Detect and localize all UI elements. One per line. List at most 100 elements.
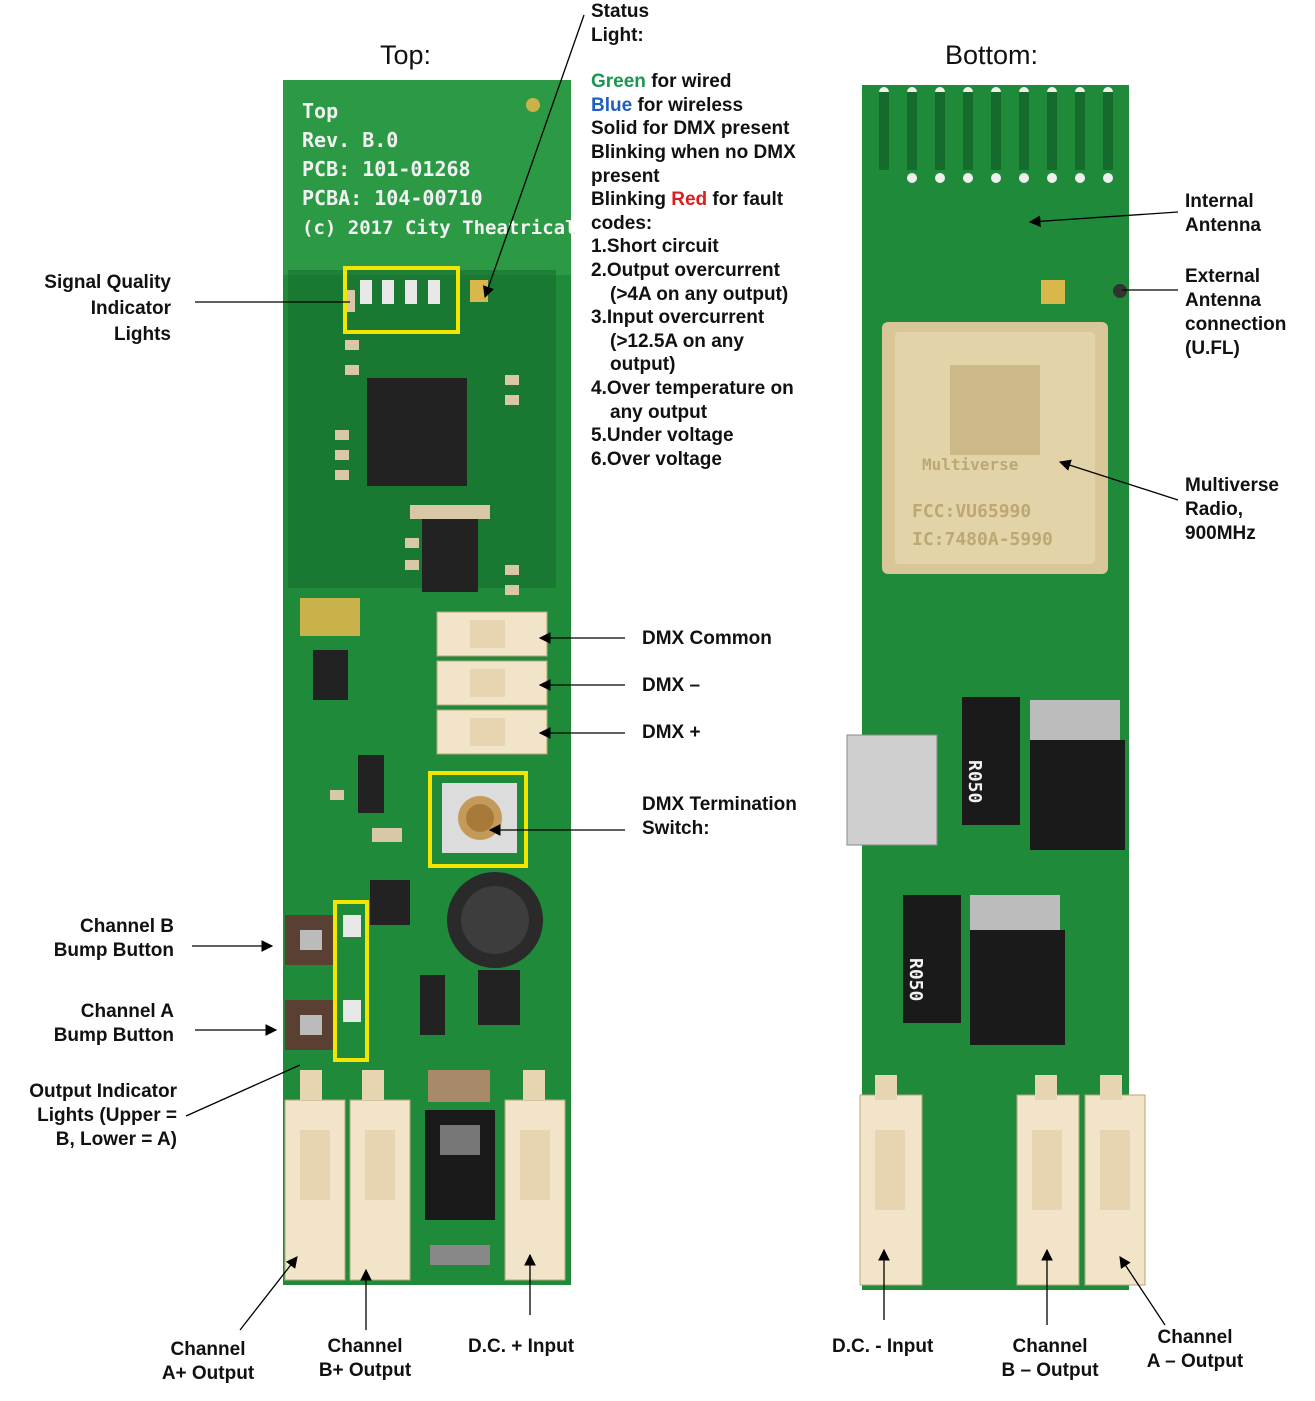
channel-a-plus-line-2: A+ Output — [161, 1363, 255, 1384]
channel-b-minus-label: Channel B – Output — [990, 1335, 1110, 1383]
driver-chip — [422, 512, 478, 592]
fault-code-item: output) — [610, 354, 676, 376]
dmx-termination-line-2: Switch: — [642, 818, 710, 839]
external-antenna-line-3: connection — [1185, 314, 1287, 335]
fault-code-item: (>12.5A on any — [610, 330, 744, 352]
output-indicator-line-3: B, Lower = A) — [55, 1129, 177, 1150]
highlight-boxes — [333, 266, 528, 1062]
leader-lines — [185, 14, 1179, 1331]
status-red-line: Blinking Red for fault — [591, 188, 796, 212]
channel-a-plus-label: Channel A+ Output — [150, 1338, 266, 1386]
status-title-line-2: Light: — [591, 24, 644, 46]
channel-b-plus-line-2: B+ Output — [318, 1360, 412, 1381]
multiverse-radio-line-3: 900MHz — [1185, 523, 1256, 544]
multiverse-radio-label: Multiverse Radio, 900MHz — [1185, 474, 1279, 546]
external-antenna-label: External Antenna connection (U.FL) — [1185, 265, 1286, 361]
fault-code-item: (>4A on any output) — [610, 283, 789, 305]
dc-minus-input-label: D.C. - Input — [832, 1336, 934, 1357]
silk-line-4: PCBA: 104-00710 — [302, 186, 483, 210]
fault-code-item: 1.Short circuit — [591, 236, 719, 258]
status-light-legend: Status Light: Green for wired Blue for w… — [591, 0, 796, 471]
channel-a-minus-line-1: Channel — [1157, 1327, 1233, 1348]
r050-silk-2: R050 — [905, 958, 926, 1001]
external-antenna-line-1: External — [1185, 266, 1260, 287]
dc-plus-input-label: D.C. + Input — [468, 1336, 575, 1357]
channel-b-minus-line-2: B – Output — [1001, 1360, 1099, 1381]
ufl-connector — [1041, 280, 1065, 304]
radio-silk-fcc: FCC:VU65990 — [912, 501, 1031, 522]
r050-silk-1: R050 — [964, 760, 985, 803]
channel-b-bump-label: Channel B Bump Button — [54, 915, 174, 963]
signal-quality-line-3: Lights — [114, 324, 171, 345]
status-red-word: Red — [671, 189, 708, 211]
channel-b-bump-line-2: Bump Button — [53, 940, 174, 961]
dmx-connectors — [436, 611, 548, 755]
fault-code-item: 5.Under voltage — [591, 425, 734, 447]
channel-a-minus-label: Channel A – Output — [1138, 1326, 1252, 1374]
fault-code-item: any output — [610, 401, 708, 423]
internal-antenna-line-1: Internal — [1185, 191, 1254, 212]
dmx-common-label: DMX Common — [642, 628, 772, 649]
signal-quality-line-2: Indicator — [90, 298, 171, 319]
fault-code-item: 4.Over temperature on — [591, 377, 794, 399]
bottom-connectors — [859, 1075, 1146, 1286]
status-blue-line: Blue for wireless — [591, 94, 796, 118]
channel-a-bump-label: Channel A Bump Button — [54, 1000, 174, 1048]
status-green-line: Green for wired — [591, 70, 796, 94]
status-blinking-2: present — [591, 165, 660, 187]
status-blue-rest: for wireless — [632, 94, 744, 116]
output-indicator-line-2: Lights (Upper = — [37, 1105, 177, 1126]
output-indicator-line-1: Output Indicator — [29, 1081, 177, 1102]
multiverse-radio-line-1: Multiverse — [1185, 475, 1279, 496]
status-blinking-1: Blinking when no DMX — [591, 141, 796, 163]
signal-quality-line-1: Signal Quality — [44, 272, 171, 293]
dmx-termination-label: DMX Termination Switch: — [642, 793, 797, 841]
signal-quality-label: Signal Quality Indicator Lights — [44, 270, 171, 348]
silk-line-3: PCB: 101-01268 — [302, 157, 471, 181]
dmx-plus-label: DMX + — [642, 722, 701, 743]
output-indicator-label: Output Indicator Lights (Upper = B, Lowe… — [29, 1080, 177, 1152]
fault-code-item: 3.Input overcurrent — [591, 307, 765, 329]
j1-header — [300, 598, 360, 636]
usb-connector — [846, 734, 938, 846]
silk-line-2: Rev. B.0 — [302, 128, 398, 152]
dmx-termination-line-1: DMX Termination — [642, 794, 797, 815]
bottom-heading: Bottom: — [945, 40, 1039, 70]
radio-silk-ic: IC:7480A-5990 — [912, 529, 1053, 550]
status-red-post: for fault — [707, 189, 784, 211]
microcontroller-chip — [367, 378, 467, 486]
silk-line-1: Top — [302, 99, 338, 123]
fault-code-item: 6.Over voltage — [591, 448, 722, 470]
channel-b-plus-line-1: Channel — [327, 1336, 403, 1357]
top-heading: Top: — [380, 40, 432, 70]
external-antenna-line-2: Antenna — [1185, 290, 1261, 311]
channel-a-bump-line-2: Bump Button — [53, 1025, 174, 1046]
channel-a-minus-line-2: A – Output — [1146, 1351, 1244, 1372]
status-led — [470, 280, 488, 302]
channel-b-minus-line-1: Channel — [1012, 1336, 1088, 1357]
channel-a-bump-line-1: Channel A — [80, 1001, 174, 1022]
status-codes: codes: — [591, 212, 653, 234]
channel-b-plus-label: Channel B+ Output — [306, 1335, 424, 1383]
external-antenna-line-4: (U.FL) — [1185, 338, 1240, 359]
output-connectors — [284, 1070, 566, 1281]
fault-code-item: 2.Output overcurrent — [591, 259, 780, 281]
status-green-word: Green — [591, 71, 646, 93]
silk-line-5: (c) 2017 City Theatrical — [302, 217, 577, 239]
dmx-minus-label: DMX – — [642, 675, 701, 696]
radio-silk-multiverse: Multiverse — [922, 455, 1018, 474]
internal-antenna-line-2: Antenna — [1185, 215, 1261, 236]
channel-b-bump-line-1: Channel B — [80, 916, 174, 937]
channel-a-plus-line-1: Channel — [170, 1339, 246, 1360]
status-solid: Solid for DMX present — [591, 118, 790, 140]
status-blue-word: Blue — [591, 94, 633, 116]
status-red-pre: Blinking — [591, 189, 672, 211]
top-pcb: Top Rev. B.0 PCB: 101-01268 PCBA: 104-00… — [283, 80, 577, 1285]
bump-buttons — [285, 915, 335, 1050]
multiverse-radio-line-2: Radio, — [1185, 499, 1244, 520]
status-title-line-1: Status — [591, 1, 650, 22]
internal-antenna-label: Internal Antenna — [1185, 190, 1261, 238]
status-green-rest: for wired — [645, 71, 732, 93]
bottom-pcb: Multiverse FCC:VU65990 IC:7480A-5990 R05… — [846, 85, 1146, 1290]
